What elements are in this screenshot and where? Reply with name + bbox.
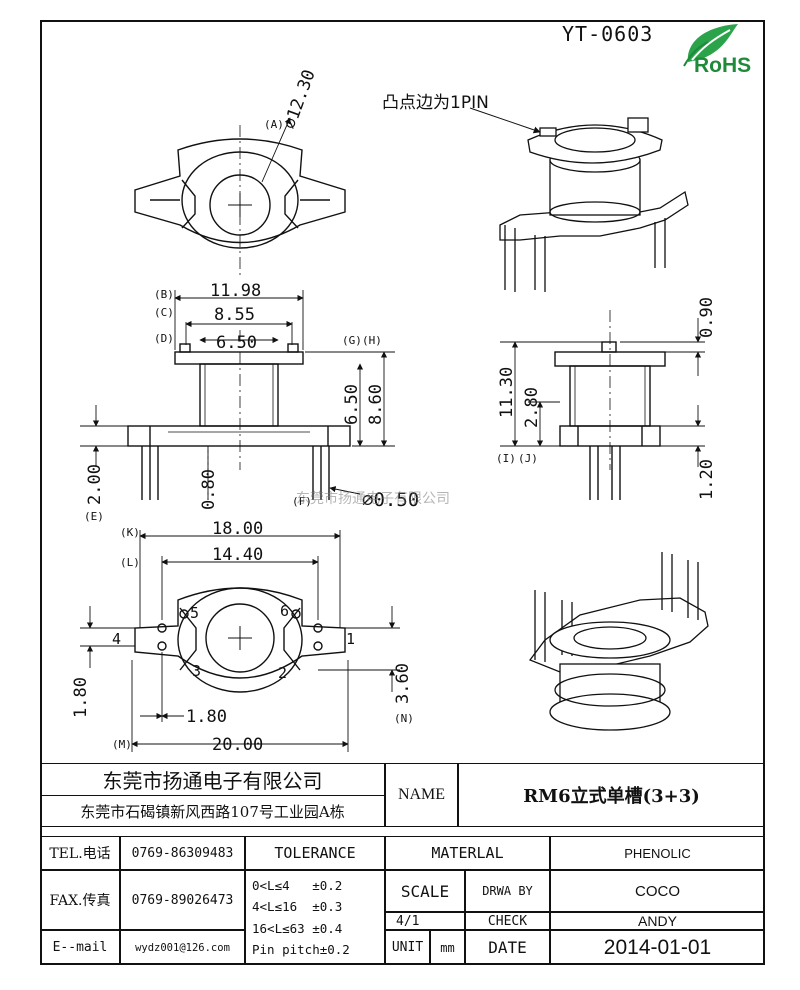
- dim-e: 2.00: [85, 464, 105, 505]
- dim-side-mid: 2.80: [522, 387, 542, 428]
- front-dims: [80, 290, 395, 500]
- side-view: [554, 310, 666, 500]
- part-code: YT-0603: [562, 22, 654, 46]
- isometric-view-top: [499, 117, 689, 292]
- dim-letter-g: (G): [342, 334, 362, 347]
- part-name: RM6立式单槽(3+3): [458, 763, 765, 827]
- dim-f: 0.80: [199, 469, 219, 510]
- company-name: 东莞市扬通电子有限公司: [40, 763, 385, 795]
- date-label: DATE: [465, 930, 550, 965]
- dim-pin-diameter: ⌀0.50: [362, 489, 419, 511]
- technical-drawing: (A) ⌀12.30: [71, 67, 717, 755]
- dim-l: 14.40: [212, 545, 263, 565]
- dim-letter-m: (M): [112, 738, 132, 751]
- material-label: MATERLAL: [385, 836, 550, 870]
- fax-value: 0769-89026473: [120, 870, 245, 930]
- tolerance-label: TOLERANCE: [245, 836, 385, 870]
- dim-h: 8.60: [366, 384, 386, 425]
- dim-letter-b: (B): [154, 288, 174, 301]
- scale-label: SCALE: [385, 870, 465, 912]
- pin-label-4: 4: [112, 630, 121, 648]
- watermark: 东莞市扬通电子有限公司: [296, 491, 450, 507]
- dim-o: 1.80: [71, 677, 91, 718]
- email-value: wydz001@126.com: [120, 930, 245, 965]
- pin-note-leader: [469, 107, 541, 134]
- dim-p: 1.80: [186, 707, 227, 727]
- tel-value: 0769-86309483: [120, 836, 245, 870]
- isometric-view-bottom: [528, 552, 709, 731]
- dim-a: ⌀12.30: [280, 67, 320, 132]
- pin-label-6: 6: [280, 602, 289, 620]
- dim-side-bottom: 1.20: [697, 459, 717, 500]
- dim-letter-c: (C): [154, 306, 174, 319]
- pin-one-note: 凸点边为1PIN: [382, 93, 489, 113]
- tolerance-row-4: Pin pitch±0.2: [252, 941, 350, 957]
- dim-m: 20.00: [212, 735, 263, 755]
- dim-letter-j: (J): [518, 452, 538, 465]
- dim-letter-i: (I): [496, 452, 516, 465]
- tolerance-row-3: 16<L≤63 ±0.4: [252, 920, 343, 936]
- fax-label: FAX.传真: [40, 870, 120, 930]
- tel-label: TEL.电话: [40, 836, 120, 870]
- dim-letter-e: (E): [84, 510, 104, 523]
- scale-value: 4/1: [385, 912, 465, 930]
- dim-letter-k: (K): [120, 526, 140, 539]
- dim-d: 6.50: [216, 333, 257, 353]
- dim-side-top: 0.90: [697, 297, 717, 338]
- date-value: 2014-01-01: [550, 930, 765, 965]
- top-view: [134, 117, 346, 275]
- dim-letter-a: (A): [264, 118, 284, 131]
- unit-label: UNIT: [385, 930, 430, 965]
- dim-k: 18.00: [212, 519, 263, 539]
- dim-g: 6.50: [342, 384, 362, 425]
- rohs-leaf-icon: [683, 24, 738, 67]
- side-dims: [500, 318, 705, 467]
- material-value: PHENOLIC: [550, 836, 765, 870]
- front-view: [127, 330, 351, 500]
- company-address: 东莞市石碣镇新风西路107号工业园A栋: [40, 795, 385, 827]
- bottom-view: [134, 587, 346, 693]
- tolerance-row-2: 4<L≤16 ±0.3: [252, 899, 343, 915]
- dim-letter-f: (F): [292, 495, 312, 508]
- bottom-dims: [80, 530, 400, 752]
- name-label: NAME: [385, 763, 458, 827]
- drawn-by-value: COCO: [550, 870, 765, 912]
- check-label: CHECK: [465, 912, 550, 930]
- dim-letter-h: (H): [362, 334, 382, 347]
- pin-label-2: 2: [278, 664, 287, 682]
- rohs-logo: RoHS: [678, 22, 764, 80]
- dim-n: 3.60: [393, 663, 413, 704]
- dim-c: 8.55: [214, 305, 255, 325]
- title-block: 东莞市扬通电子有限公司 东莞市石碣镇新风西路107号工业园A栋 NAME RM6…: [40, 763, 765, 965]
- dim-side-total: 11.30: [497, 367, 517, 418]
- dim-letter-d: (D): [154, 332, 174, 345]
- pin-label-5: 5: [190, 604, 199, 622]
- tolerance-row-1: 0<L≤4 ±0.2: [252, 878, 343, 894]
- rohs-text: RoHS: [694, 54, 752, 77]
- dim-letter-n: (N): [394, 712, 414, 725]
- pin-label-3: 3: [192, 662, 201, 680]
- unit-value: mm: [430, 930, 465, 965]
- drawn-by-label: DRWA BY: [465, 870, 550, 912]
- pin-label-1: 1: [346, 630, 355, 648]
- check-value: ANDY: [550, 912, 765, 930]
- email-label: E--mail: [40, 930, 120, 965]
- dim-b: 11.98: [210, 281, 261, 301]
- dim-letter-l: (L): [120, 556, 140, 569]
- tolerance-table: 0<L≤4 ±0.2 4<L≤16 ±0.3 16<L≤63 ±0.4 Pin …: [245, 870, 385, 965]
